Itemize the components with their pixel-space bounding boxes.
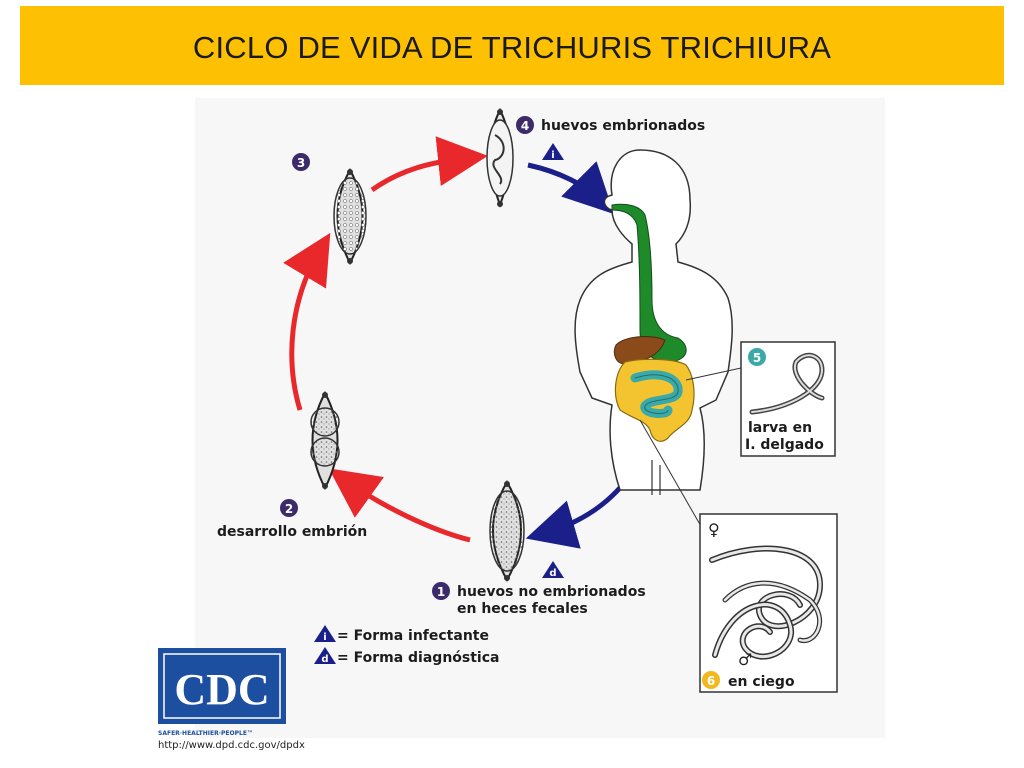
title-bar: CICLO DE VIDA DE TRICHURIS TRICHIURA [20, 6, 1004, 85]
badge-stage-6: 6 [702, 671, 720, 689]
arrow-1-to-2 [328, 468, 471, 543]
svg-text:i: i [551, 150, 554, 161]
arrow-2-to-3 [283, 232, 331, 411]
egg-two-cell [310, 390, 340, 491]
arrow-3-to-4 [370, 136, 488, 193]
male-symbol: ♂ [738, 650, 752, 669]
page-title: CICLO DE VIDA DE TRICHURIS TRICHIURA [192, 30, 832, 65]
human-host [574, 149, 733, 495]
badge-stage-2: 2 [280, 499, 298, 517]
label-en-ciego: en ciego [728, 674, 795, 690]
female-symbol: ♀ [708, 520, 720, 539]
svg-text:2: 2 [285, 502, 293, 516]
diagnostic-marker: d [542, 561, 564, 579]
cdc-url: http://www.dpd.cdc.gov/dpdx [158, 740, 305, 751]
egg-unembryonated [489, 480, 525, 583]
badge-stage-5: 5 [748, 348, 766, 366]
cdc-logo: CDC SAFER·HEALTHIER·PEOPLE™ http://www.d… [158, 648, 305, 751]
pointer-larva [685, 367, 742, 381]
label-larva-en: larva en [748, 420, 812, 436]
inset-ciego [699, 513, 838, 693]
egg-embryonated [486, 107, 514, 208]
arrow-4-to-host [527, 161, 615, 215]
svg-text:d: d [549, 568, 556, 579]
svg-text:3: 3 [297, 156, 305, 170]
badge-stage-3: 3 [292, 153, 310, 171]
legend-infective-text: = Forma infectante [337, 628, 489, 644]
legend-diagnostic-text: = Forma diagnóstica [337, 650, 499, 666]
svg-text:1: 1 [437, 585, 445, 599]
egg-cleavage [333, 167, 367, 266]
badge-stage-1: 1 [432, 582, 450, 600]
label-huevos-embrionados: huevos embrionados [541, 118, 705, 134]
badge-stage-4: 4 [516, 116, 534, 134]
label-i-delgado: I. delgado [745, 437, 824, 453]
cdc-logo-text: CDC [174, 665, 269, 714]
svg-text:4: 4 [521, 119, 529, 133]
label-desarrollo-embrion: desarrollo embrión [217, 524, 367, 540]
pointer-ciego [639, 419, 703, 529]
label-huevos-no-embrionados: huevos no embrionados [457, 584, 646, 600]
legend-infective: i = Forma infectante [314, 625, 489, 644]
svg-text:d: d [321, 654, 328, 665]
svg-text:i: i [323, 632, 326, 643]
label-en-heces-fecales: en heces fecales [457, 601, 588, 617]
legend-diagnostic: d = Forma diagnóstica [314, 647, 499, 666]
svg-text:6: 6 [707, 674, 715, 688]
cdc-tagline: SAFER·HEALTHIER·PEOPLE™ [158, 730, 253, 737]
svg-text:5: 5 [753, 351, 761, 365]
infective-marker: i [542, 143, 564, 161]
